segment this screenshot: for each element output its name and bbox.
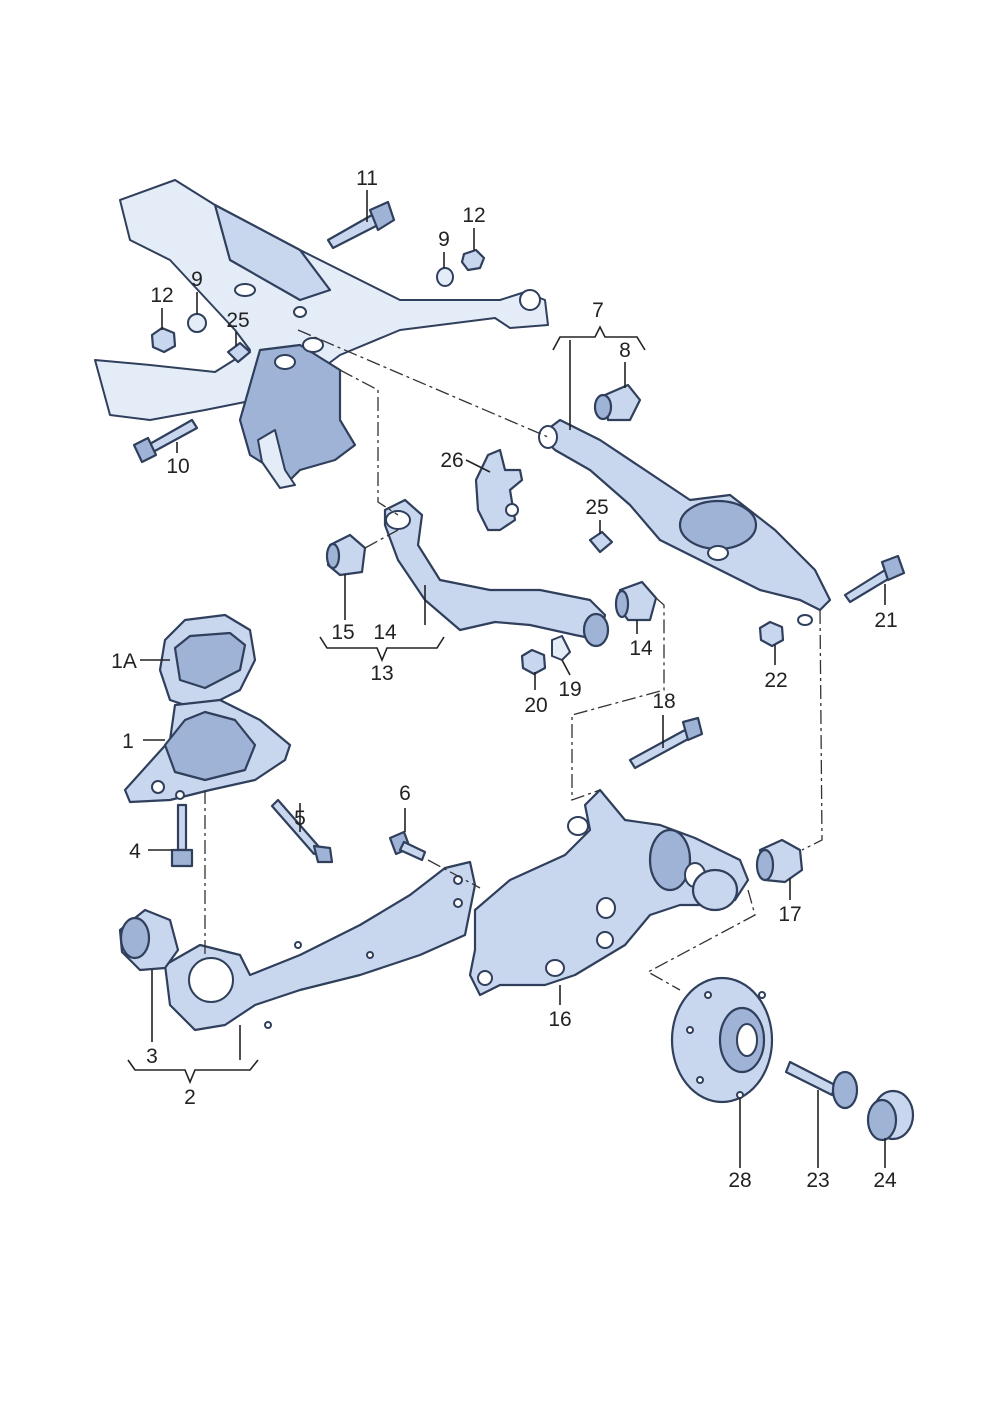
label-26: 26 [440,449,463,472]
spring-mount-1 [123,698,292,804]
bush-15 [325,533,367,577]
bush-25-right [588,530,614,554]
hub-cap-24 [866,1089,915,1142]
label-5: 5 [294,807,306,830]
label-23: 23 [806,1169,829,1192]
label-11: 11 [356,167,378,190]
nut-12-upper [460,248,486,272]
label-12-upper: 12 [462,204,485,227]
leader-lines [140,190,886,1168]
label-9-left: 9 [191,268,203,291]
lower-wishbone-arm-7 [538,418,832,626]
bolt-5 [270,798,334,864]
label-28: 28 [728,1169,751,1192]
rear-subframe [94,179,549,489]
label-13: 13 [370,662,393,685]
label-24: 24 [873,1169,897,1192]
screw-4 [170,803,194,868]
bush-8 [593,383,642,422]
bolt-11 [326,200,396,250]
label-25-left: 25 [226,309,249,332]
label-4: 4 [129,840,141,863]
label-20: 20 [524,694,547,717]
washer-9-left [187,313,207,333]
nut-12-left [150,326,177,354]
nut-20 [520,648,547,676]
wheel-hub-28 [670,976,774,1104]
bump-stop-1a [158,613,257,712]
bolt-21 [843,554,906,604]
label-7: 7 [592,299,604,322]
label-6: 6 [399,782,411,805]
label-10: 10 [166,455,189,478]
bolt-10 [132,418,199,464]
label-9-upper: 9 [438,228,450,251]
label-14-left: 14 [373,621,397,644]
label-14-right: 14 [629,637,653,660]
label-22: 22 [764,669,787,692]
label-12-left: 12 [150,284,173,307]
bush-3 [118,908,180,972]
label-16: 16 [548,1008,571,1031]
trailing-arm-2 [163,860,477,1032]
washer-9-upper [436,267,454,287]
label-3: 3 [146,1045,158,1068]
washer-19 [551,635,571,661]
label-15: 15 [331,621,354,644]
label-8: 8 [619,339,631,362]
bush-arm-end [582,612,610,648]
bush-17 [755,838,804,884]
label-21: 21 [874,609,897,632]
wheel-carrier-16 [468,788,750,997]
callout-labels: 11 12 9 12 9 25 10 7 8 26 25 21 22 15 14… [111,167,898,1192]
label-17: 17 [778,903,801,926]
bush-14-right [614,580,658,622]
label-1a: 1A [111,650,137,673]
label-2: 2 [184,1086,196,1109]
group-brackets [127,325,646,1085]
assembly-lines [204,329,823,991]
nut-22 [758,620,785,648]
label-25-right: 25 [585,496,608,519]
label-19: 19 [558,678,581,701]
hub-bolt-23 [784,1060,859,1110]
label-18: 18 [652,690,675,713]
label-1: 1 [122,730,134,753]
bolt-6 [388,830,427,862]
bracket-26 [474,448,524,532]
bolt-18 [628,716,704,770]
